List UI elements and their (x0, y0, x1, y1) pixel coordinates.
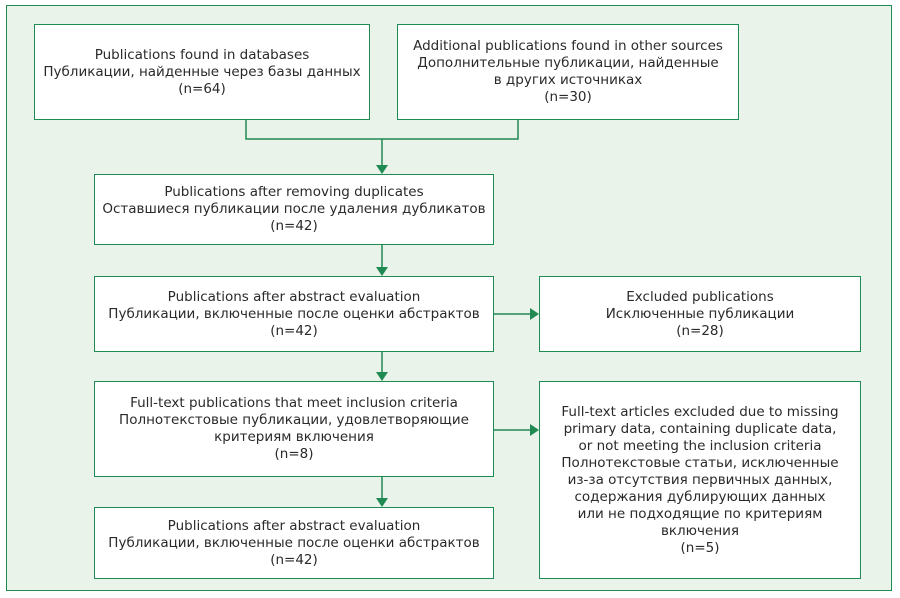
fulltext-excluded-line6: содержания дублирующих данных (574, 488, 826, 505)
excluded-line2: Исключенные публикации (605, 305, 795, 322)
arrow-to-fulltext-excluded-head (530, 424, 539, 436)
other-sources-box: Additional publications found in other s… (397, 24, 739, 120)
fulltext-excluded-line2: primary data, containing duplicate data, (563, 420, 837, 437)
arrow-to-abstract-head (376, 267, 388, 276)
other-sources-line3: в других источниках (493, 72, 643, 88)
excluded-count: (n=28) (676, 322, 724, 339)
after-abstract-box: Publications after abstract evaluation П… (94, 276, 494, 352)
arrow-to-duplicates-head (376, 165, 388, 174)
fulltext-excluded-line1: Full-text articles excluded due to missi… (561, 403, 839, 420)
after-abstract-line2: Публикации, включенные после оценки абст… (108, 305, 480, 322)
fulltext-excluded-line8: включения (660, 522, 740, 539)
other-sources-count: (n=30) (544, 89, 592, 105)
fulltext-meet-line1: Full-text publications that meet inclusi… (130, 395, 458, 411)
fulltext-excluded-count: (n=5) (680, 539, 720, 556)
after-duplicates-line2: Оставшиеся публикации после удаления дуб… (102, 201, 486, 217)
after-abstract-line1: Publications after abstract evaluation (167, 288, 421, 305)
arrow-to-fulltext-head (376, 372, 388, 381)
other-sources-line1: Additional publications found in other s… (413, 38, 723, 54)
after-duplicates-count: (n=42) (270, 218, 318, 234)
after-duplicates-box: Publications after removing duplicates О… (94, 174, 494, 245)
databases-box: Publications found in databases Публикац… (34, 24, 370, 120)
databases-line2: Публикации, найденные через базы данных (43, 63, 361, 80)
fulltext-excluded-line7: или не подходящие по критериям (577, 505, 823, 522)
fulltext-excluded-line4: Полнотекстовые статьи, исключенные (561, 454, 839, 471)
fulltext-excluded-line3: or not meeting the inclusion criteria (578, 437, 822, 454)
fulltext-meet-line2: Полнотекстовые публикации, удовлетворяющ… (119, 412, 469, 428)
after-duplicates-line1: Publications after removing duplicates (164, 184, 424, 200)
final-box: Publications after abstract evaluation П… (94, 507, 494, 579)
fulltext-excluded-box: Full-text articles excluded due to missi… (539, 381, 861, 579)
after-abstract-count: (n=42) (270, 322, 318, 339)
databases-count: (n=64) (178, 80, 226, 97)
fulltext-meet-count: (n=8) (274, 446, 314, 462)
arrow-to-excluded-head (530, 308, 539, 320)
databases-line1: Publications found in databases (94, 46, 310, 63)
excluded-box: Excluded publications Исключенные публик… (539, 276, 861, 352)
final-count: (n=42) (270, 551, 318, 568)
final-line1: Publications after abstract evaluation (167, 517, 421, 534)
final-line2: Публикации, включенные после оценки абст… (108, 534, 480, 551)
fulltext-excluded-line5: из-за отсутствия первичных данных, (567, 471, 833, 488)
fulltext-meet-line3: критериям включения (214, 429, 374, 445)
other-sources-line2: Дополнительные публикации, найденные (417, 55, 719, 71)
merge-connector (245, 120, 519, 140)
fulltext-meet-box: Full-text publications that meet inclusi… (94, 381, 494, 477)
excluded-line1: Excluded publications (626, 288, 774, 305)
arrow-to-final-head (376, 498, 388, 507)
